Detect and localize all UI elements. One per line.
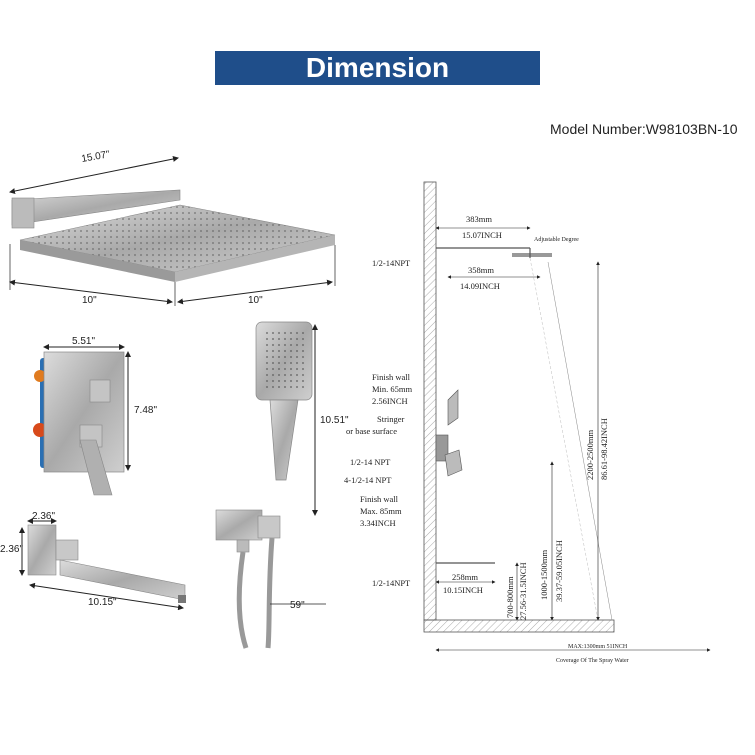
arm-mm-label: 383mm [466,214,492,224]
valve-height-inch-label: 39.37-59.05INCH [554,540,564,602]
spout-inch-label: 10.15INCH [443,585,483,595]
finish-wall-max-line2: Max. 85mm [360,506,402,516]
stringer-line1: Stringer [377,414,405,424]
npt-4-label: 4-1/2-14 NPT [344,475,392,485]
finish-wall-min-line3: 2.56INCH [372,396,408,406]
head-inch-label: 14.09INCH [460,281,500,291]
spout-side-label: 2.36" [0,544,23,555]
arm-inch-label: 15.07INCH [462,230,502,240]
hose-length-label: 59" [290,600,305,611]
installation-drawing: 383mm 15.07INCH Adjustable Degree 358mm … [344,181,711,664]
adjustable-degree-label: Adjustable Degree [534,237,579,243]
head-mm-label: 358mm [468,265,494,275]
finish-wall-max-line1: Finish wall [360,494,399,504]
npt-bottom-label: 1/2-14NPT [372,578,411,588]
spout-mm-label: 258mm [452,572,478,582]
width-right-label: 10" [248,295,263,306]
title-banner: Dimension [215,51,540,85]
valve-height-label: 7.48" [134,405,157,416]
npt-top-label: 1/2-14NPT [372,258,411,268]
spout-height-inch-label: 27.56-31.5INCH [518,562,528,620]
arm-length-label: 15.07" [81,149,111,165]
handheld-shower: 10.51" 59" [215,321,349,649]
spout-length-label: 10.15" [88,597,117,608]
width-left-label: 10" [82,295,97,306]
spout-height-mm-label: 700-800mm [505,576,515,618]
stringer-line2: or base surface [346,426,397,436]
total-height-mm-label: 2200-2500mm [585,430,595,480]
coverage-max-label: MAX:1300mm 51INCH [568,644,628,650]
finish-wall-min-line1: Finish wall [372,372,411,382]
wall-flange [11,197,35,229]
tub-spout: 2.36" 2.36" 10.15" [0,511,186,611]
coverage-label: Coverage Of The Spray Water [556,657,629,664]
valve-trim: 5.51" 7.48" [33,336,157,496]
finish-wall-max-line3: 3.34INCH [360,518,396,528]
model-number: Model Number:W98103BN-10 [550,121,738,137]
valve-height-mm-label: 1000-1500mm [539,550,549,600]
spout-top-label: 2.36" [32,511,55,522]
npt-mid-label: 1/2-14 NPT [350,457,391,467]
valve-width-label: 5.51" [72,336,95,347]
rain-shower-head: 15.07" 10" 10" [9,149,336,306]
total-height-inch-label: 86.61-98.42INCH [599,418,609,480]
handheld-height-label: 10.51" [320,415,349,426]
finish-wall-min-line2: Min. 65mm [372,384,413,394]
